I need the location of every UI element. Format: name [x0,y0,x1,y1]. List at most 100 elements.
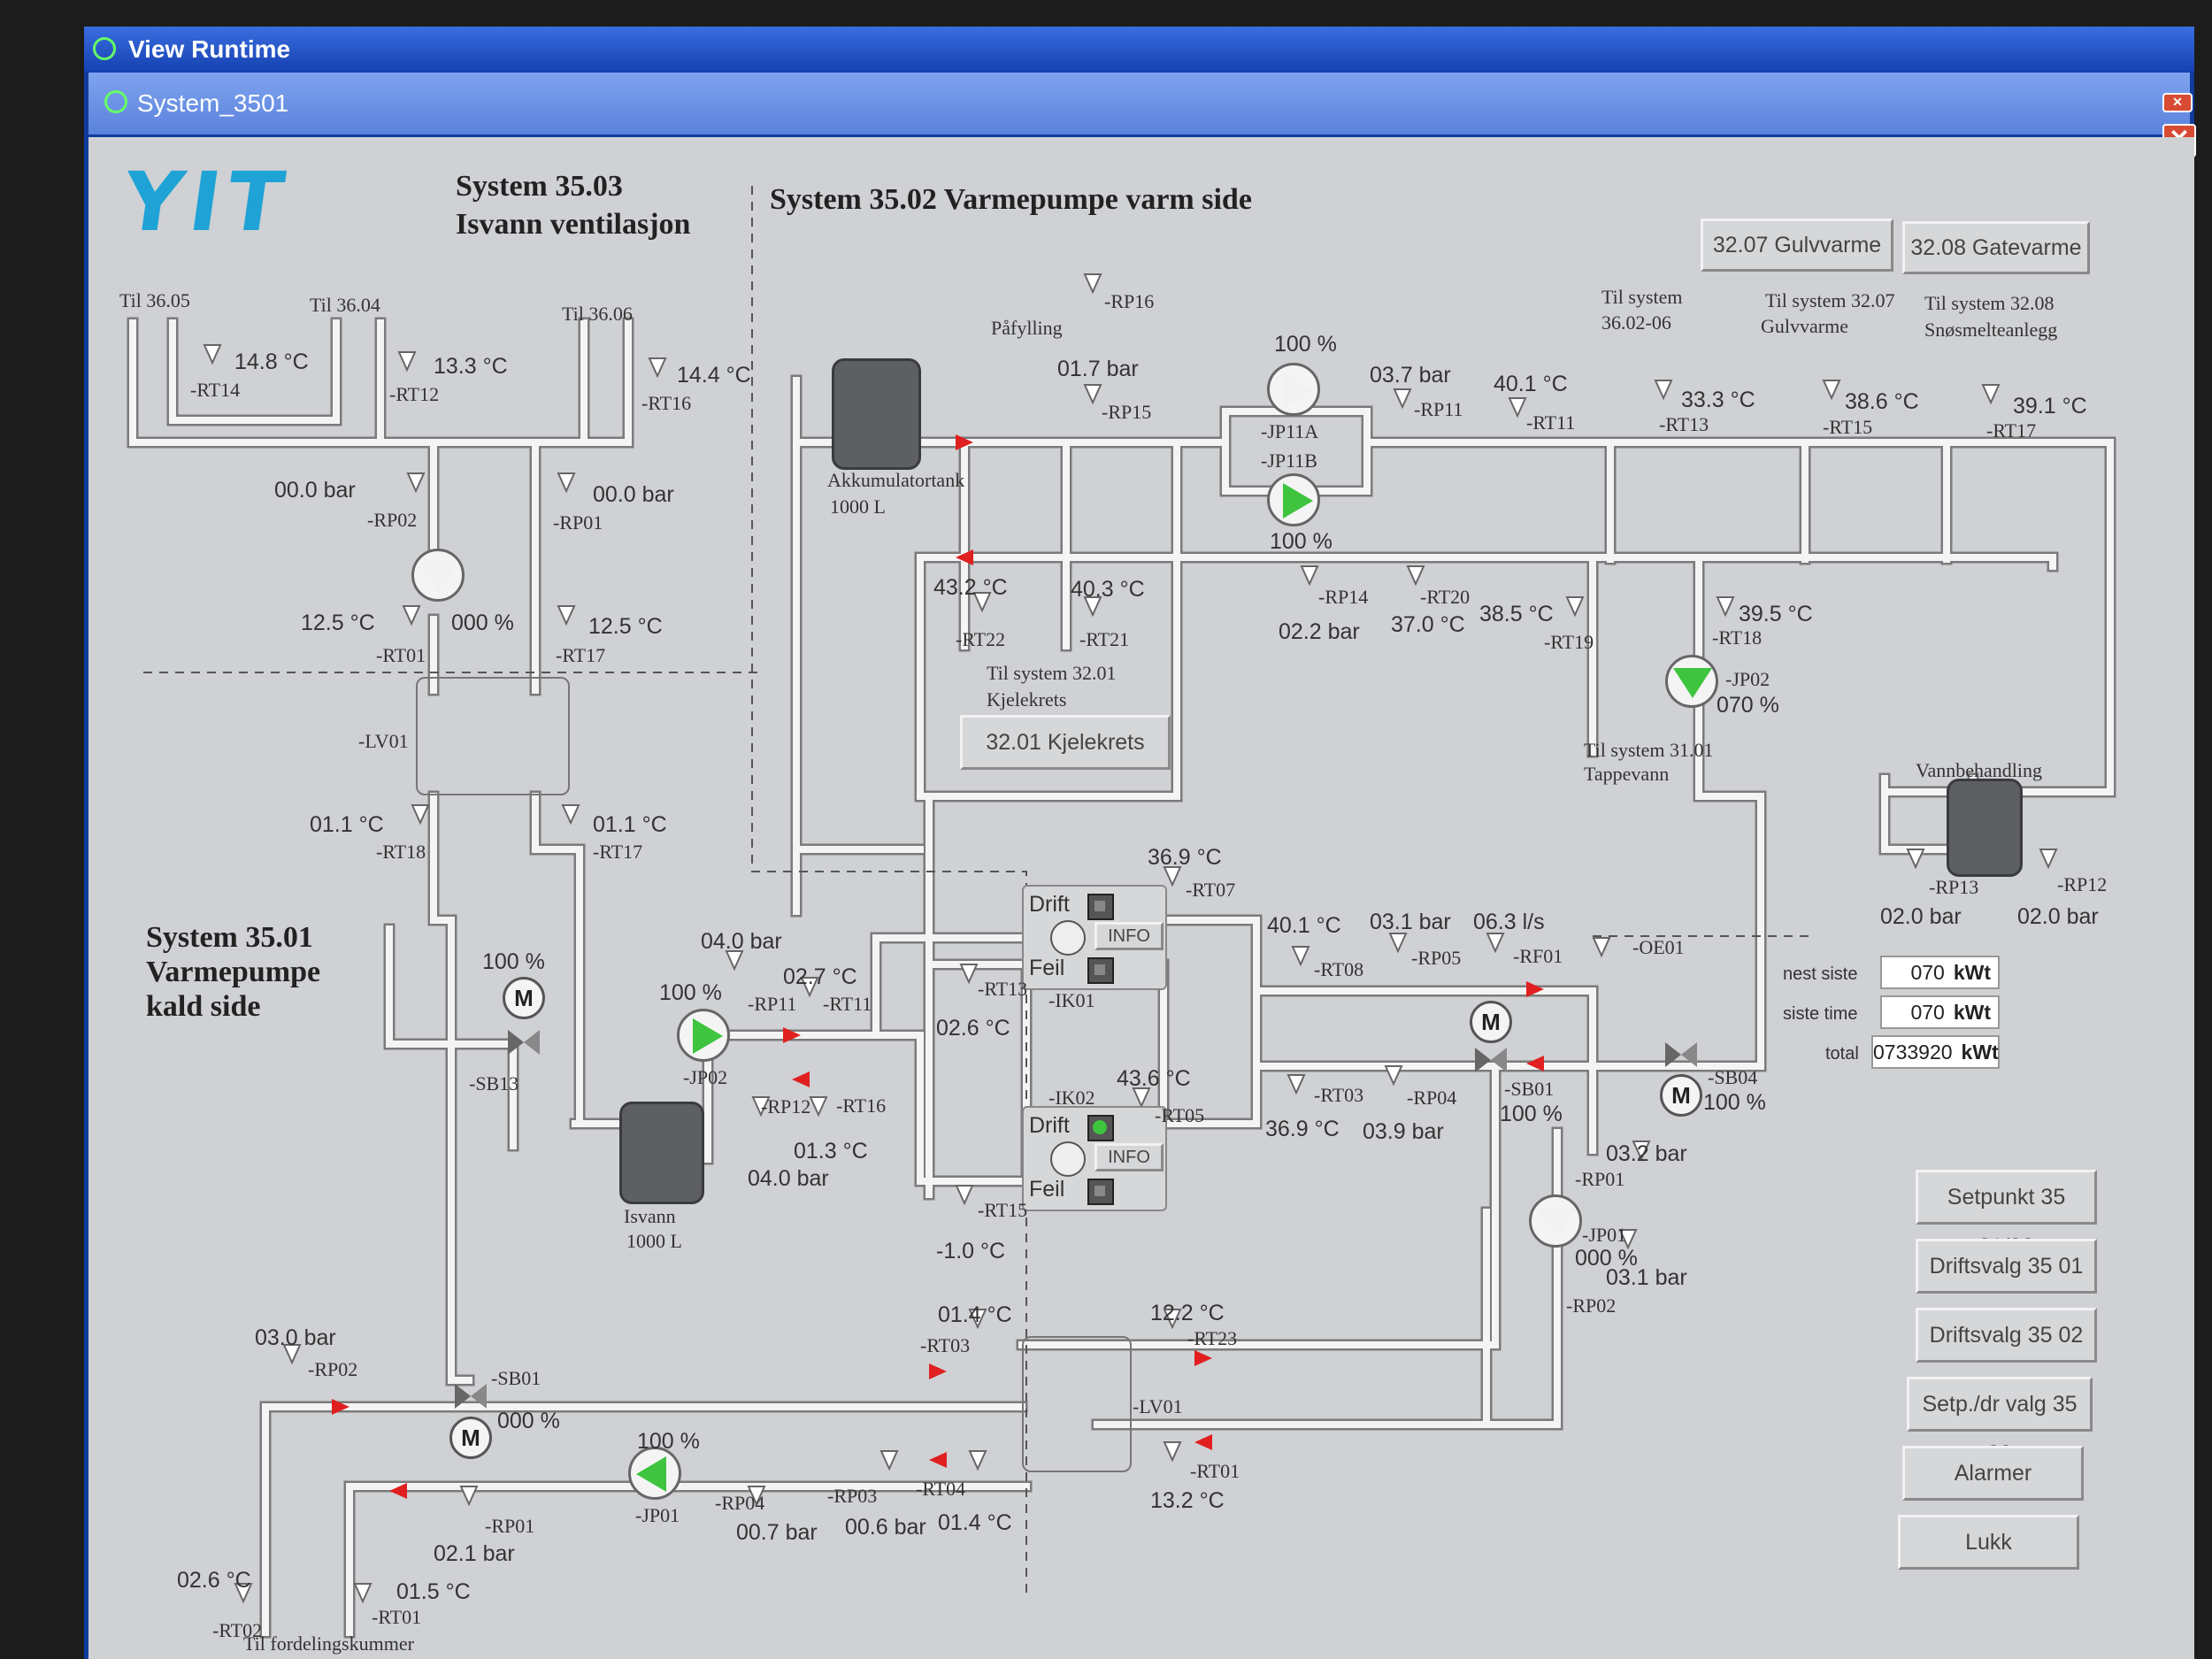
kjelekrets-nav-button[interactable]: 32.01 Kjelekrets [960,715,1171,770]
vannbehandling-tank[interactable] [1947,779,2023,877]
label-rp04c: -RP04 [715,1492,765,1514]
label-jp02b: -JP02 [1725,668,1770,690]
ik01-info-button[interactable]: INFO [1094,922,1164,950]
label-rt11: -RT11 [1526,411,1576,434]
label-rt15a: -RT15 [1823,416,1873,438]
label-rt17a: -RT17 [556,644,606,666]
pump-jp11b-icon[interactable] [1267,473,1320,526]
label-rt22v: 43.2 °C [933,575,1008,600]
pump-jp02-tappevann-icon[interactable] [1665,655,1718,708]
akkumulatortank-tank[interactable] [832,358,921,470]
pump-jp02-icon[interactable] [677,1009,730,1062]
label-jp01b: -JP01 [1582,1224,1627,1246]
sensor-pointer-icon [1486,933,1505,954]
label-rt13a: -RT13 [1659,413,1709,435]
label-jp02bv: 070 % [1717,693,1779,718]
flow-arrow-icon [956,434,973,450]
motor-sb01-right-icon[interactable]: M [1470,1001,1512,1043]
label-rp02av: 00.0 bar [274,478,356,503]
driftsvalg-3502-button[interactable]: Driftsvalg 35 02 [1916,1308,2097,1363]
label-rt21: -RT21 [1079,628,1130,650]
label-rt18a: -RT18 [376,841,426,863]
label-rp04b: -RP04 [1407,1087,1457,1109]
label-rt11bv: 02.7 °C [783,964,857,989]
label-sb01v: 000 % [497,1409,560,1433]
sensor-pointer-icon [1716,596,1735,618]
sensor-pointer-icon [1384,1065,1403,1087]
alarmer-button[interactable]: Alarmer [1902,1446,2084,1501]
label-rp02cv: 03.1 bar [1606,1265,1687,1290]
energy-siste-time-unit: kWt [1953,1001,1991,1024]
pump-triangle [1283,373,1313,408]
pump-triangle [693,1018,723,1054]
driftsvalg-3501-button[interactable]: Driftsvalg 35 01 [1916,1239,2097,1294]
pump-jp01-icon[interactable] [628,1447,681,1500]
compressor-ik02[interactable]: Drift Feil INFO [1022,1106,1167,1211]
outer-close-icon[interactable]: ✕ [2162,93,2193,112]
flow-arrow-icon [1194,1350,1212,1366]
label-rt08: -RT08 [1314,958,1364,980]
heat-exchanger-lv01-top[interactable] [416,677,570,795]
heading-3503-line2: Isvann ventilasjon [456,207,691,241]
ik01-compressor-icon [1050,920,1086,956]
label-rp01a: -RP01 [553,511,603,534]
heat-exchanger-lv01-bottom[interactable] [1022,1336,1132,1472]
pump-upper-3503-icon[interactable] [411,549,465,602]
setpunkt-button[interactable]: Setpunkt 35 01/02 [1916,1170,2097,1259]
label-rp01av: 00.0 bar [593,482,674,507]
sensor-pointer-icon [1163,1441,1182,1463]
label-rt23v: 12.2 °C [1150,1301,1225,1325]
valve-sb04-icon[interactable] [1665,1042,1697,1067]
sensor-pointer-icon [725,950,744,972]
label-rt18b: -RT18 [1712,626,1763,649]
label-rt05: -RT05 [1155,1104,1205,1126]
ik01-feil-indicator [1087,957,1114,984]
motor-sb01-icon[interactable]: M [449,1417,492,1459]
heading-system-3501: System 35.01 Varmepumpe kald side [146,920,320,1024]
ik02-info-button[interactable]: INFO [1094,1143,1164,1171]
label-rt16c: -RT16 [836,1094,887,1117]
motor-sb13-icon[interactable]: M [503,977,545,1019]
label-rt07v: 36.9 °C [1148,845,1222,870]
pump-jp11a-icon[interactable] [1267,363,1320,416]
inner-window-title: System_3501 [137,89,289,117]
flow-arrow-icon [1526,981,1544,997]
gulvvarme-nav-button[interactable]: 32.07 Gulvvarme [1701,219,1893,272]
label-rt20v: 37.0 °C [1391,612,1465,637]
gatevarme-nav-button[interactable]: 32.08 Gatevarme [1902,221,2090,274]
ik01-drift-indicator [1087,894,1114,920]
energy-nest-siste-unit: kWt [1953,961,1991,984]
flow-arrow-icon [783,1027,801,1043]
lukk-button[interactable]: Lukk [1898,1515,2079,1570]
sensor-pointer-icon [1388,933,1408,954]
sensor-pointer-icon [1632,1141,1651,1162]
label-rt08v: 40.1 °C [1267,913,1341,938]
sensor-pointer-icon [968,1309,987,1330]
compressor-ik01[interactable]: Drift Feil INFO [1022,885,1167,990]
valve-sb01-icon[interactable] [455,1384,487,1409]
pump-jp01-right-icon[interactable] [1529,1194,1582,1248]
label-rt13bv: 02.6 °C [936,1016,1010,1041]
label-tilsys3207a: Til system 32.07 [1765,289,1895,311]
label-til3101a: Til system 31.01 [1584,739,1714,761]
label-rp13b: -RP13 [1929,876,1979,898]
sensor-pointer-icon [1291,946,1310,967]
label-rp14: -RP14 [1318,586,1369,608]
flow-arrow-icon [1194,1434,1212,1450]
label-lv01a: -LV01 [358,730,409,752]
label-tilsys3602a: Til system [1601,286,1683,308]
valve-sb13-icon[interactable] [508,1030,540,1055]
valve-sb01-right-icon[interactable] [1475,1048,1507,1072]
label-pafylling: Påfylling [991,317,1063,339]
sensor-pointer-icon [1906,849,1925,870]
label-rt04: -RT04 [916,1478,966,1500]
setp-dr-valg-3503-button[interactable]: Setp./dr valg 35 03 [1907,1377,2093,1466]
motor-sb04-icon[interactable]: M [1660,1074,1702,1117]
isvann-tank[interactable] [619,1102,704,1204]
label-sb04: -SB04 [1708,1066,1758,1088]
label-rt11v: 40.1 °C [1494,372,1568,396]
sensor-pointer-icon [203,344,222,365]
label-rt21v: 40.3 °C [1071,577,1145,602]
label-rt15av: 38.6 °C [1845,389,1919,414]
label-rp16: -RP16 [1104,290,1155,312]
